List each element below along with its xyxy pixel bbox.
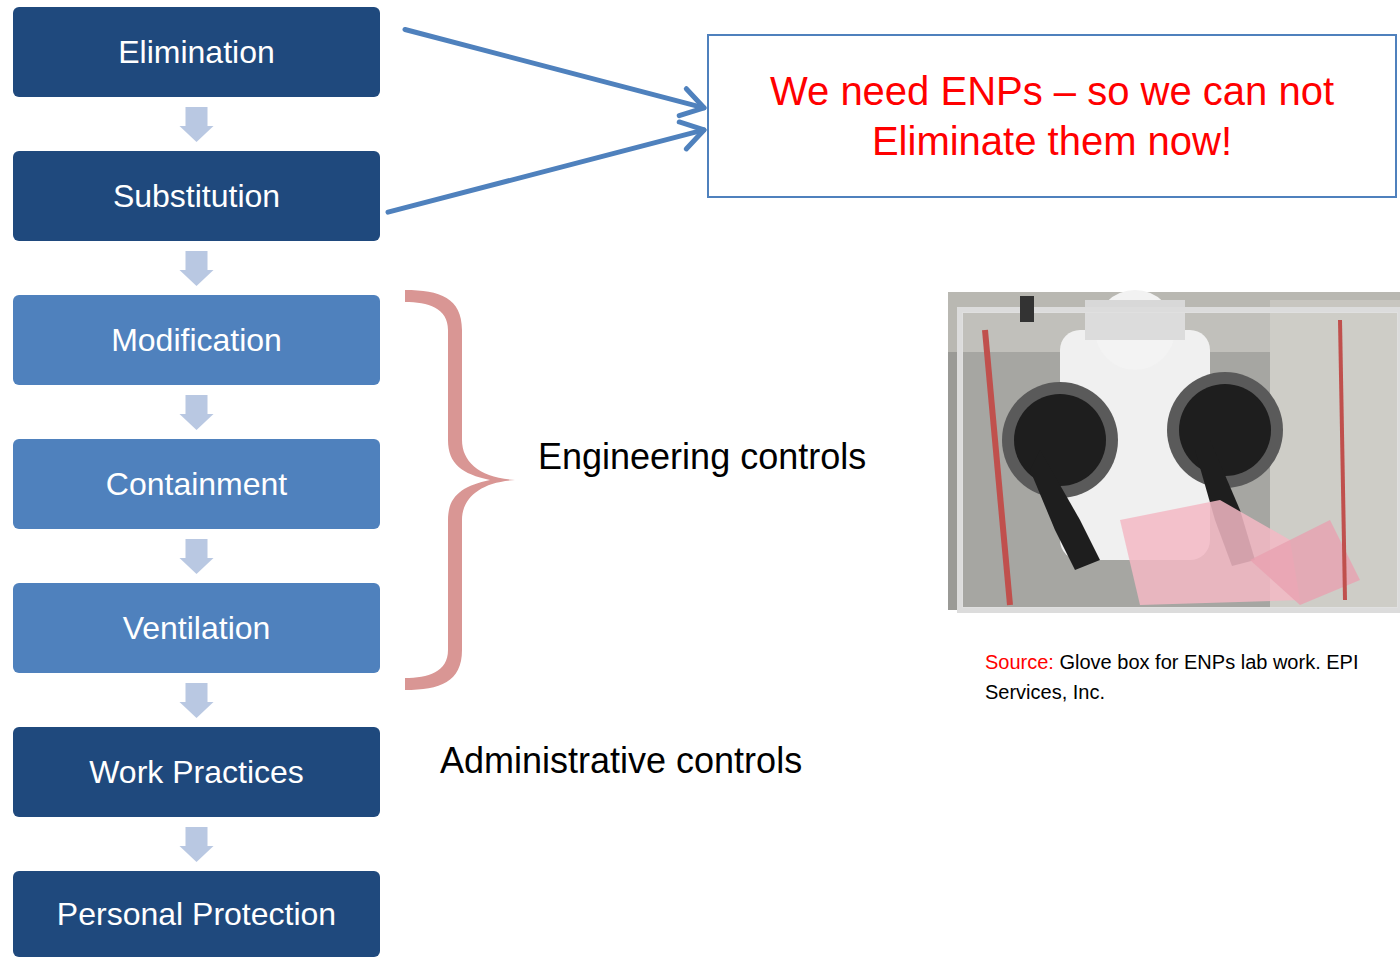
callout-box: We need ENPs – so we can not Eliminate t… [707,34,1397,198]
connector-arrow [180,827,214,862]
node-text: Modification [111,322,282,359]
node-text: Elimination [118,34,275,71]
hierarchy-box: Substitution [13,151,380,241]
connector-arrow [180,539,214,574]
node-text: Personal Protection [57,896,336,933]
connector-arrow [180,251,214,286]
node-text: Substitution [113,178,280,215]
connector-arrow [388,122,704,212]
hierarchy-box: Personal Protection [13,871,380,957]
hierarchy-box: Elimination [13,7,380,97]
group-label: Engineering controls [538,436,866,478]
connector-arrow [180,395,214,430]
curly-bracket [405,290,515,690]
source-note: Source: Glove box for ENPs lab work. EPI… [985,647,1395,707]
node-text: Containment [106,466,287,503]
connector-arrow [180,107,214,142]
glove-box-photo [948,290,1400,610]
hierarchy-box: Modification [13,295,380,385]
connector-arrow [180,683,214,718]
hierarchy-box: Ventilation [13,583,380,673]
node-text: Work Practices [89,754,304,791]
connector-arrow [405,30,704,116]
hierarchy-box: Work Practices [13,727,380,817]
node-text: Ventilation [123,610,271,647]
hierarchy-box: Containment [13,439,380,529]
group-label: Administrative controls [440,740,802,782]
node-text: We need ENPs – so we can not Eliminate t… [729,66,1375,166]
source-label: Source: [985,651,1054,673]
